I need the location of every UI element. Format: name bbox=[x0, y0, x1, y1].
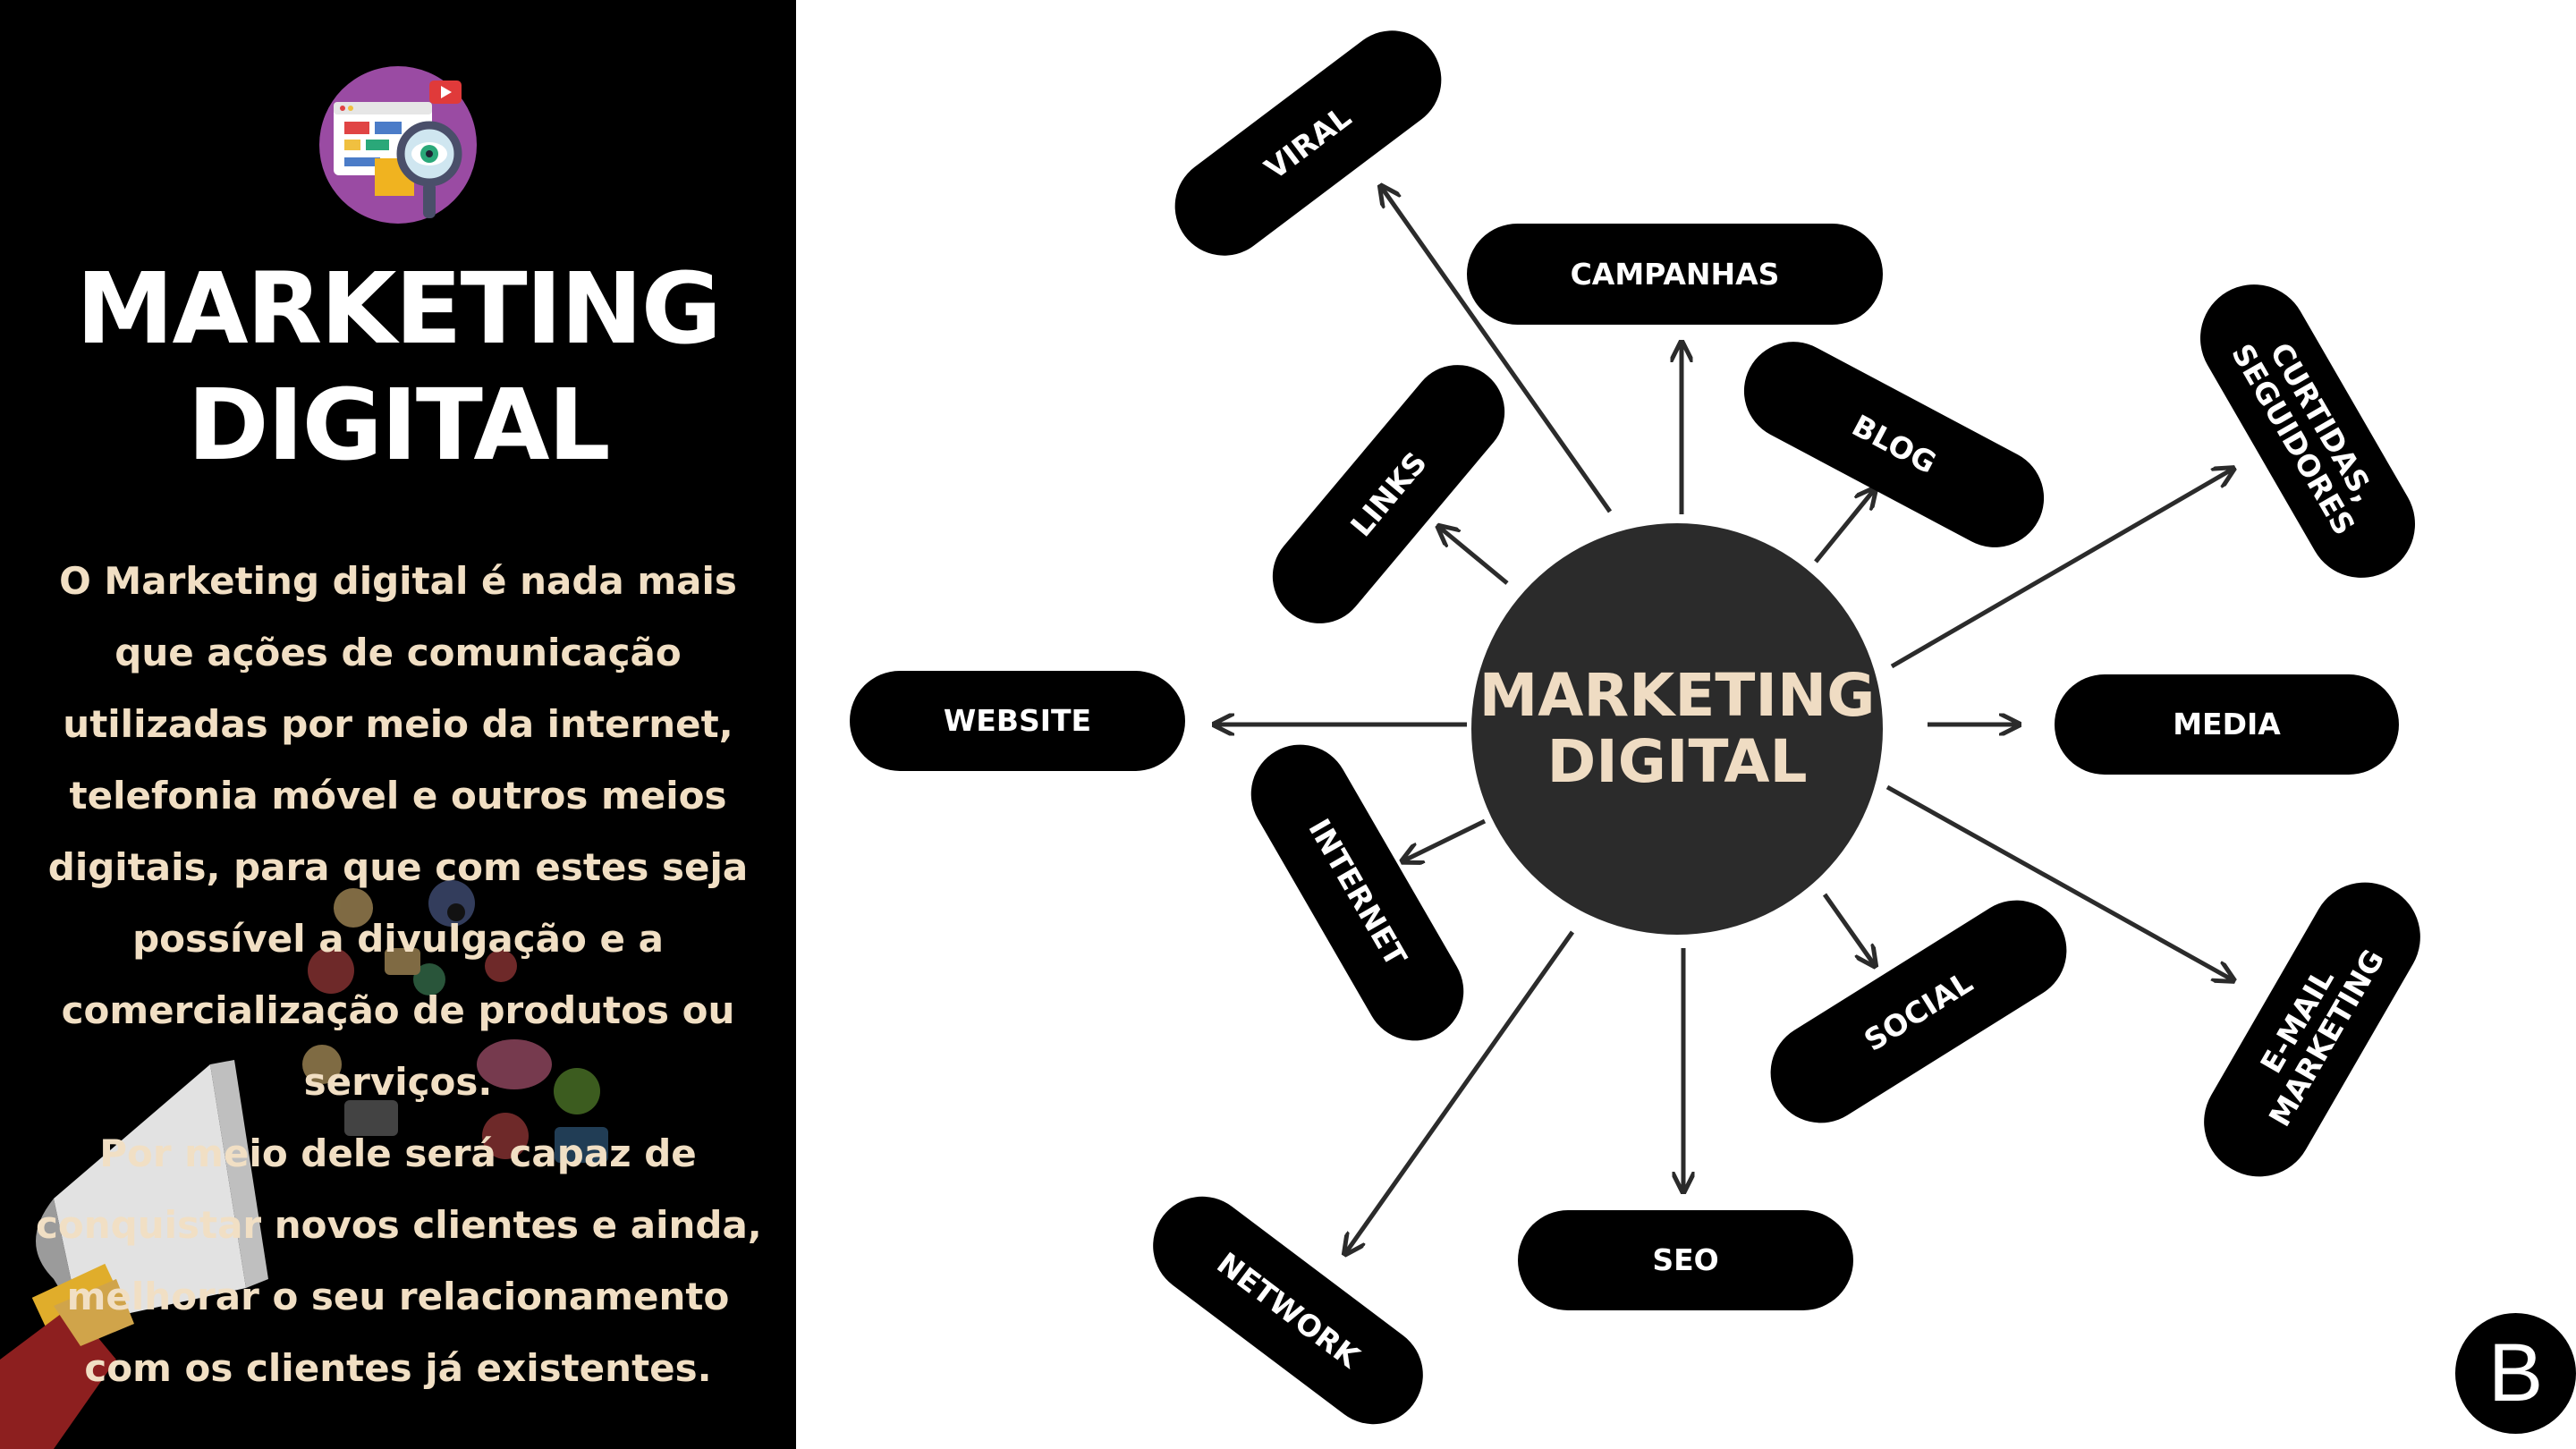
center-label-line1: MARKETING bbox=[1479, 661, 1876, 730]
arrow-to-network bbox=[1346, 930, 1575, 1252]
node-seo-label: SEO bbox=[1652, 1242, 1719, 1277]
arrow-to-internet bbox=[1404, 818, 1487, 860]
node-links-label: LINKS bbox=[1343, 445, 1434, 543]
center-node: MARKETING DIGITAL bbox=[1471, 523, 1883, 935]
description-line: Por meio dele será capaz de bbox=[99, 1131, 697, 1175]
description-line: que ações de comunicação bbox=[114, 631, 682, 674]
description-line: conquistar novos clientes e ainda, bbox=[36, 1203, 762, 1247]
arrow-to-links bbox=[1440, 528, 1509, 585]
node-website-label: WEBSITE bbox=[943, 703, 1092, 738]
arrow-to-blog bbox=[1814, 490, 1874, 564]
node-campanhas-label: CAMPANHAS bbox=[1570, 256, 1780, 292]
arrow-to-social bbox=[1822, 893, 1874, 964]
description-line: com os clientes já existentes. bbox=[84, 1346, 712, 1390]
description-line: utilizadas por meio da internet, bbox=[63, 702, 733, 746]
node-media: MEDIA bbox=[2055, 674, 2399, 775]
description-line: melhorar o seu relacionamento bbox=[66, 1275, 730, 1318]
sidebar-title-line1: MARKETING bbox=[76, 251, 722, 366]
brand-badge: B bbox=[2455, 1313, 2576, 1434]
description-line: O Marketing digital é nada mais bbox=[59, 559, 737, 603]
sidebar-title-line2: DIGITAL bbox=[187, 368, 610, 482]
arrow-to-viral bbox=[1382, 188, 1613, 513]
arrow-to-curtidas bbox=[1890, 470, 2232, 669]
arrow-to-email bbox=[1885, 784, 2232, 979]
sidebar-description: O Marketing digital é nada mais que açõe… bbox=[36, 546, 762, 1404]
node-media-label: MEDIA bbox=[2173, 707, 2281, 741]
node-website: WEBSITE bbox=[850, 671, 1185, 771]
megaphone-icons-illustration bbox=[0, 880, 608, 1449]
node-viral-label: VIRAL bbox=[1258, 98, 1358, 187]
brand-letter: B bbox=[2487, 1327, 2544, 1419]
description-line: telefonia móvel e outros meios bbox=[69, 774, 727, 818]
sidebar-title: MARKETING DIGITAL bbox=[0, 250, 796, 483]
node-blog-label: BLOG bbox=[1846, 407, 1943, 481]
description-line: digitais, para que com estes seja bbox=[47, 845, 749, 889]
description-line: comercialização de produtos ou bbox=[61, 988, 735, 1032]
node-social-label: SOCIAL bbox=[1858, 964, 1979, 1058]
marketing-analytics-icon bbox=[319, 66, 477, 224]
node-seo: SEO bbox=[1518, 1210, 1853, 1310]
node-campanhas: CAMPANHAS bbox=[1467, 224, 1883, 325]
description-line: serviços. bbox=[303, 1060, 493, 1104]
description-line: possível a divulgação e a bbox=[132, 917, 664, 961]
center-label-line2: DIGITAL bbox=[1546, 727, 1808, 796]
sidebar-panel: MARKETING DIGITAL O Marketing digital é … bbox=[0, 0, 796, 1449]
